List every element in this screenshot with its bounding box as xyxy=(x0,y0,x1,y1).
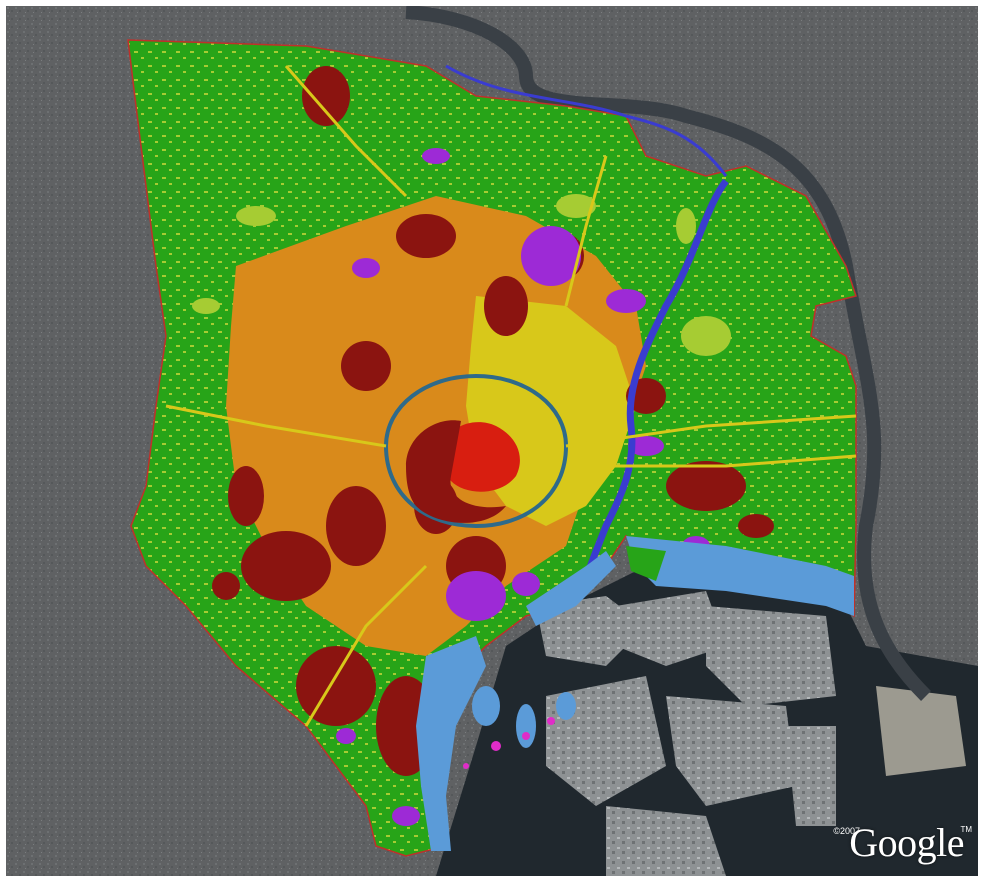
land-use-map-svg xyxy=(6,6,978,876)
palace-moat xyxy=(383,373,569,529)
palace-red-zone xyxy=(444,422,520,492)
google-logo: Google xyxy=(849,820,964,865)
light-green-zones xyxy=(192,194,731,356)
magenta-markers xyxy=(463,717,555,769)
satellite-map[interactable]: ©2007 Google TM xyxy=(6,6,978,876)
arakawa-river xyxy=(405,6,931,701)
major-roads xyxy=(165,65,857,727)
sumida-river xyxy=(577,178,729,597)
palace-dark-zone xyxy=(406,420,506,523)
copyright-label: ©2007 xyxy=(833,826,860,836)
purple-zones xyxy=(336,148,710,826)
waterfront-zones xyxy=(416,536,854,851)
northern-river-edge xyxy=(445,64,728,177)
port-islands xyxy=(536,591,966,876)
trademark-label: TM xyxy=(960,825,972,834)
